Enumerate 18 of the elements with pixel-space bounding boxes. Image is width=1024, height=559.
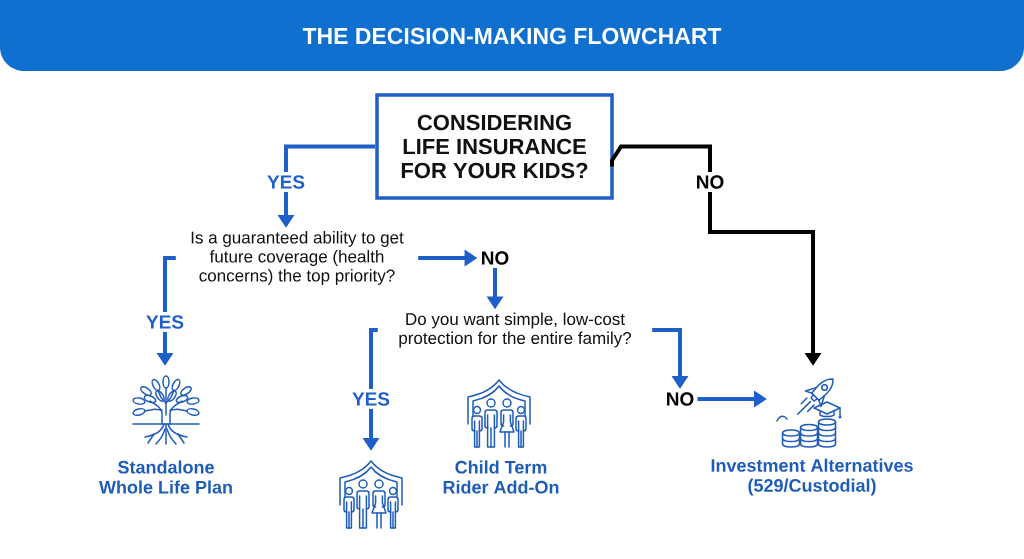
answer-label: NO xyxy=(697,175,724,189)
question-text: Is a guaranteed ability to get future coverage (health concerns) the top priority? xyxy=(191,231,404,285)
node-label: Standalone Whole Life Plan xyxy=(99,460,232,494)
question-box: CONSIDERING LIFE INSURANCE FOR YOUR KIDS? xyxy=(375,93,614,200)
answer-label: NO xyxy=(482,251,509,265)
answer-label: NO xyxy=(667,392,694,406)
connector-line xyxy=(610,144,712,173)
answer-label: YES xyxy=(352,392,390,406)
connector-line xyxy=(163,256,176,313)
connector-line xyxy=(284,144,376,173)
node-label: Investment Alternatives (529/Custodial) xyxy=(711,458,913,496)
answer-label: YES xyxy=(267,175,305,189)
connector-line xyxy=(369,328,378,390)
node-label: Child Term Rider Add-On xyxy=(443,460,559,494)
question-text: Do you want simple, low-cost protection for the entire family? xyxy=(399,312,632,348)
family-shield-icon xyxy=(339,460,403,529)
answer-label: YES xyxy=(146,315,184,329)
title-bar: THE DECISION-MAKING FLOWCHART xyxy=(0,0,1024,71)
